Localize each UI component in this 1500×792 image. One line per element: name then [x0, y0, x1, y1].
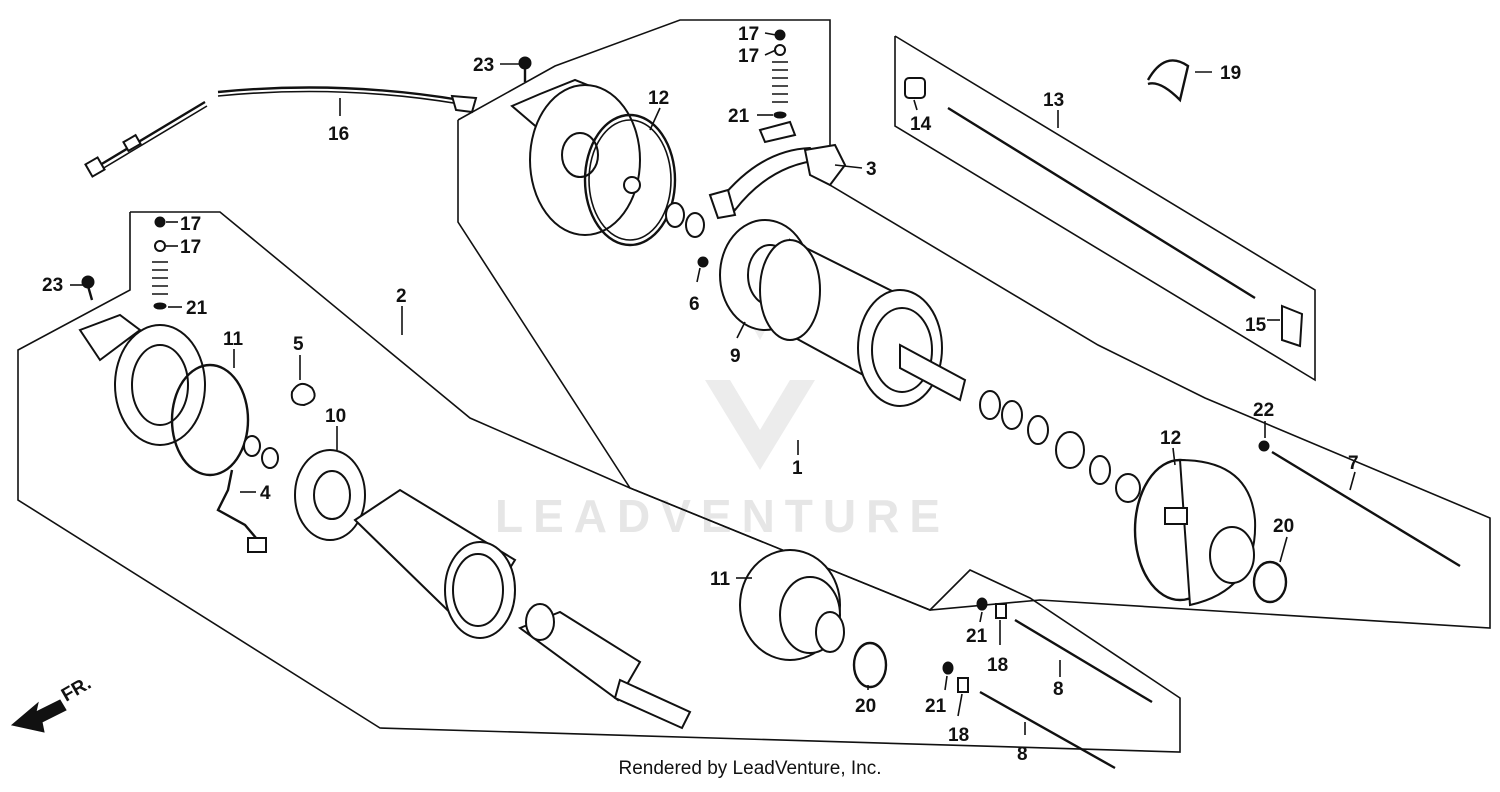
callout-7: 7: [1348, 453, 1359, 474]
callout-16: 16: [328, 124, 349, 145]
callout-labels: 23 12 17 17 21 3 6 9 13 14 15 19 16 17 1…: [42, 24, 1359, 765]
callout-23-lower: 23: [42, 275, 63, 296]
callout-20-right: 20: [1273, 516, 1294, 537]
front-cover-11-lower: [739, 549, 845, 661]
assembly-2-outline: [17, 211, 1181, 753]
clip-19: [1146, 59, 1190, 103]
callout-20-lower: 20: [855, 696, 876, 717]
callout-4: 4: [260, 483, 271, 504]
callout-2: 2: [396, 286, 407, 307]
callout-21-c: 21: [966, 626, 988, 647]
callout-15: 15: [1245, 315, 1267, 336]
brush-spring-stack-upper: [772, 29, 788, 119]
callout-17-d: 17: [180, 237, 201, 258]
through-bolt-7: [1258, 440, 1461, 568]
callout-8-b: 8: [1017, 744, 1028, 765]
shaft-washer-stack: [979, 390, 1141, 503]
callout-17-a: 17: [738, 24, 759, 45]
render-credit: Rendered by LeadVenture, Inc.: [618, 758, 882, 779]
brush-plate-10: [294, 449, 366, 541]
callout-21-a: 21: [728, 106, 750, 127]
callout-9: 9: [730, 346, 741, 367]
o-ring-11-lower: [170, 363, 250, 477]
washers-upper: [665, 202, 705, 238]
callout-17-c: 17: [180, 214, 201, 235]
callout-12-upper: 12: [648, 88, 669, 109]
rear-cover-lower: [78, 313, 206, 446]
direction-label: FR.: [58, 673, 95, 706]
callout-22: 22: [1253, 400, 1274, 421]
brush-terminal-4: [216, 469, 267, 553]
callout-21-b: 21: [186, 298, 208, 319]
cable-16: [84, 86, 478, 178]
front-direction-arrow: FR.: [10, 673, 95, 733]
callout-11-lower: 11: [223, 329, 244, 350]
bolt-set-lower: [942, 661, 1116, 770]
callout-23-upper: 23: [473, 55, 494, 76]
bolt-23-upper: [518, 56, 532, 82]
o-ring-12-upper: [583, 113, 677, 247]
callout-19: 19: [1220, 63, 1241, 84]
callout-11-front: 11: [710, 569, 731, 590]
watermark-text: LEADVENTURE: [495, 490, 950, 542]
callout-14: 14: [910, 114, 932, 135]
bolt-23-lower: [81, 275, 95, 301]
callout-6: 6: [689, 294, 700, 315]
callout-5: 5: [293, 334, 304, 355]
motor-yoke-lower: [353, 488, 517, 639]
armature: [517, 603, 692, 730]
brush-holder-3: [708, 120, 847, 220]
callout-1: 1: [792, 458, 803, 479]
rear-cover-upper: [510, 78, 641, 236]
spring-5: [290, 382, 316, 407]
leader-lines: [70, 32, 1356, 735]
bolt-set-upper: [976, 597, 1153, 704]
brush-spring-stack-lower: [152, 216, 168, 310]
callout-12-lower: 12: [1160, 428, 1181, 449]
callout-8-a: 8: [1053, 679, 1064, 700]
o-ring-20-right: [1252, 560, 1288, 604]
callout-18-b: 18: [948, 725, 969, 746]
callout-21-d: 21: [925, 696, 947, 717]
front-cover-right: [1133, 458, 1257, 607]
cable-13: [904, 77, 1304, 348]
callout-10: 10: [325, 406, 346, 427]
callout-3: 3: [866, 159, 877, 180]
o-ring-20-lower: [852, 641, 888, 689]
callout-17-b: 17: [738, 46, 759, 67]
motor-yoke-upper: [759, 238, 967, 407]
callout-13: 13: [1043, 90, 1064, 111]
washers-lower: [243, 435, 279, 469]
callout-18-a: 18: [987, 655, 1008, 676]
assembly-13-outline: [894, 35, 1316, 382]
